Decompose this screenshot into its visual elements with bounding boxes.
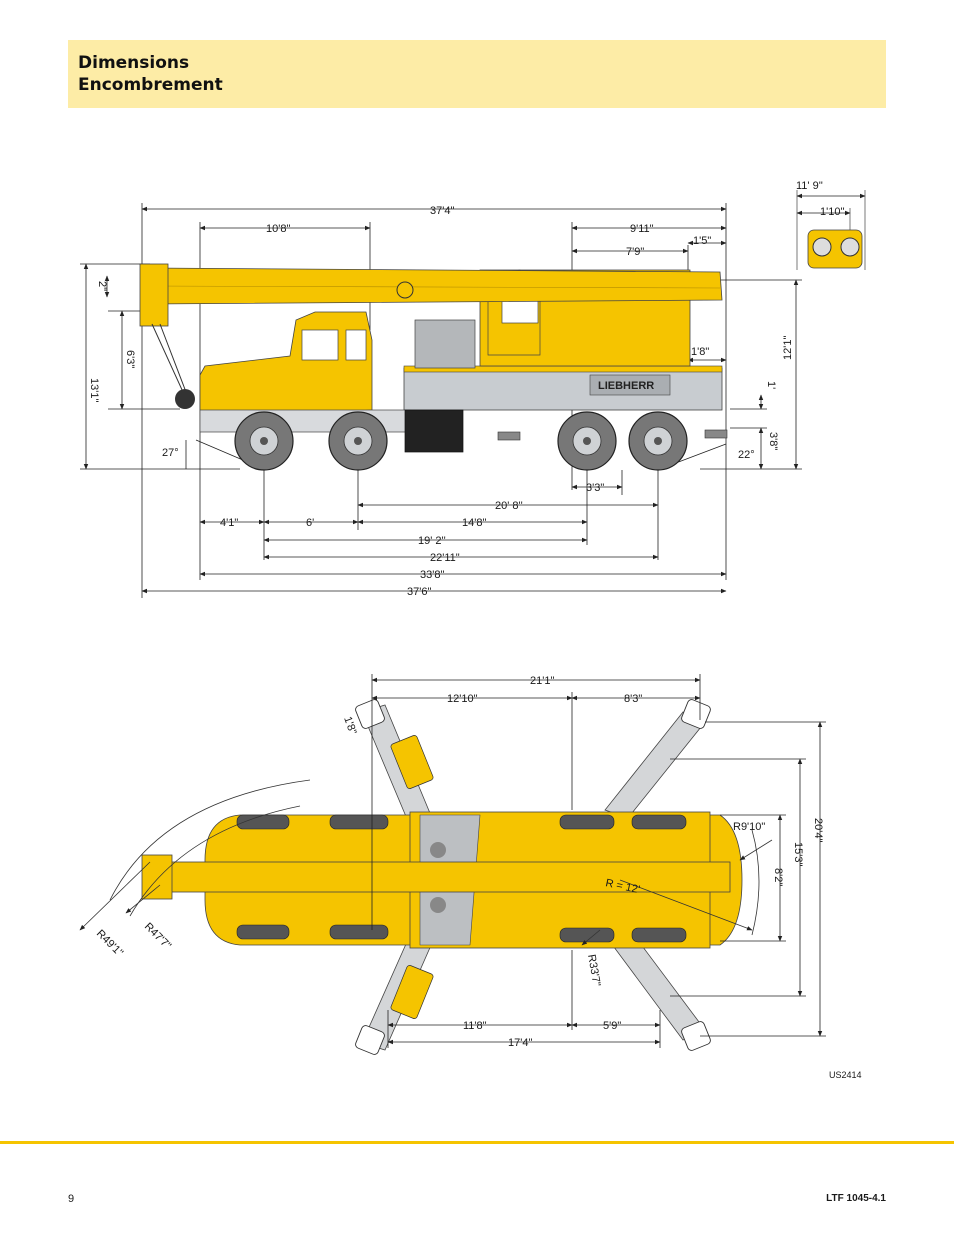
dim-8-3: 8'3" <box>624 693 642 705</box>
footer-rule <box>0 1141 954 1144</box>
dim-overall-length: 37'4" <box>430 205 454 217</box>
brand-label: LIEBHERR <box>598 380 654 392</box>
dim-22-11: 22'11" <box>430 552 460 564</box>
dim-height-12-1: 12'1" <box>782 336 794 360</box>
dim-r-33-7: R33'7" <box>585 953 602 987</box>
dim-14-8: 14'8" <box>462 517 486 529</box>
dim-5-9: 5'9" <box>603 1020 621 1032</box>
dim-angle-rear: 22° <box>738 449 755 461</box>
page-title: Dimensions Encombrement <box>78 52 223 96</box>
dim-angle-front: 27° <box>162 447 179 459</box>
dim-height-3-8: 3'8" <box>767 432 779 450</box>
dim-11-8: 11'8" <box>463 1020 487 1032</box>
dim-33-8: 33'8" <box>420 569 444 581</box>
top-view <box>79 674 826 1055</box>
dim-height-6-3: 6'3" <box>124 350 136 368</box>
end-view <box>796 190 866 270</box>
dim-12-10: 12'10" <box>447 693 478 705</box>
dim-r-9-10: R9'10" <box>733 821 765 833</box>
dim-rear-7-9: 7'9" <box>626 246 644 258</box>
dim-20-8: 20' 8'' <box>495 500 523 512</box>
dim-end-width: 11' 9'' <box>796 180 823 192</box>
dim-r-47-7: R47'7" <box>142 921 173 952</box>
title-line-2: Encombrement <box>78 75 223 95</box>
dim-r-49-1: R49'1" <box>94 928 125 959</box>
dim-outrigger-1-8: 1'8" <box>691 346 709 358</box>
dim-rear-9-11: 9'11" <box>630 223 654 235</box>
dim-21-1: 21'1" <box>530 675 554 687</box>
page-number: 9 <box>68 1193 75 1205</box>
dim-height-2: 2" <box>96 281 108 291</box>
drawing-code: US2414 <box>829 1070 862 1080</box>
dim-8-2: 8'2" <box>772 868 784 886</box>
dim-height-13-1: 13'1" <box>88 378 100 402</box>
dim-end-inner: 1'10'' <box>820 206 845 218</box>
dim-37-6: 37'6" <box>407 586 431 598</box>
dim-3-3: 3'3" <box>586 482 604 494</box>
dim-15-3: 15'3" <box>792 842 804 866</box>
dim-19-2: 19' 2'' <box>418 535 446 547</box>
dim-boom-front: 10'8" <box>266 223 290 235</box>
dim-rear-1-5: 1'5" <box>693 235 711 247</box>
title-line-1: Dimensions <box>78 53 190 73</box>
dim-20-4: 20'4" <box>812 818 824 842</box>
header-band <box>68 40 886 108</box>
dim-height-1: 1' <box>765 381 777 389</box>
dim-6: 6' <box>306 517 314 529</box>
model-number: LTF 1045-4.1 <box>826 1193 886 1204</box>
side-view-crane: LIEBHERR <box>139 263 728 471</box>
dim-4-1: 4'1" <box>220 517 238 529</box>
dim-1-8-top: 1'8" <box>341 715 359 736</box>
dim-17-4: 17'4" <box>508 1037 532 1049</box>
